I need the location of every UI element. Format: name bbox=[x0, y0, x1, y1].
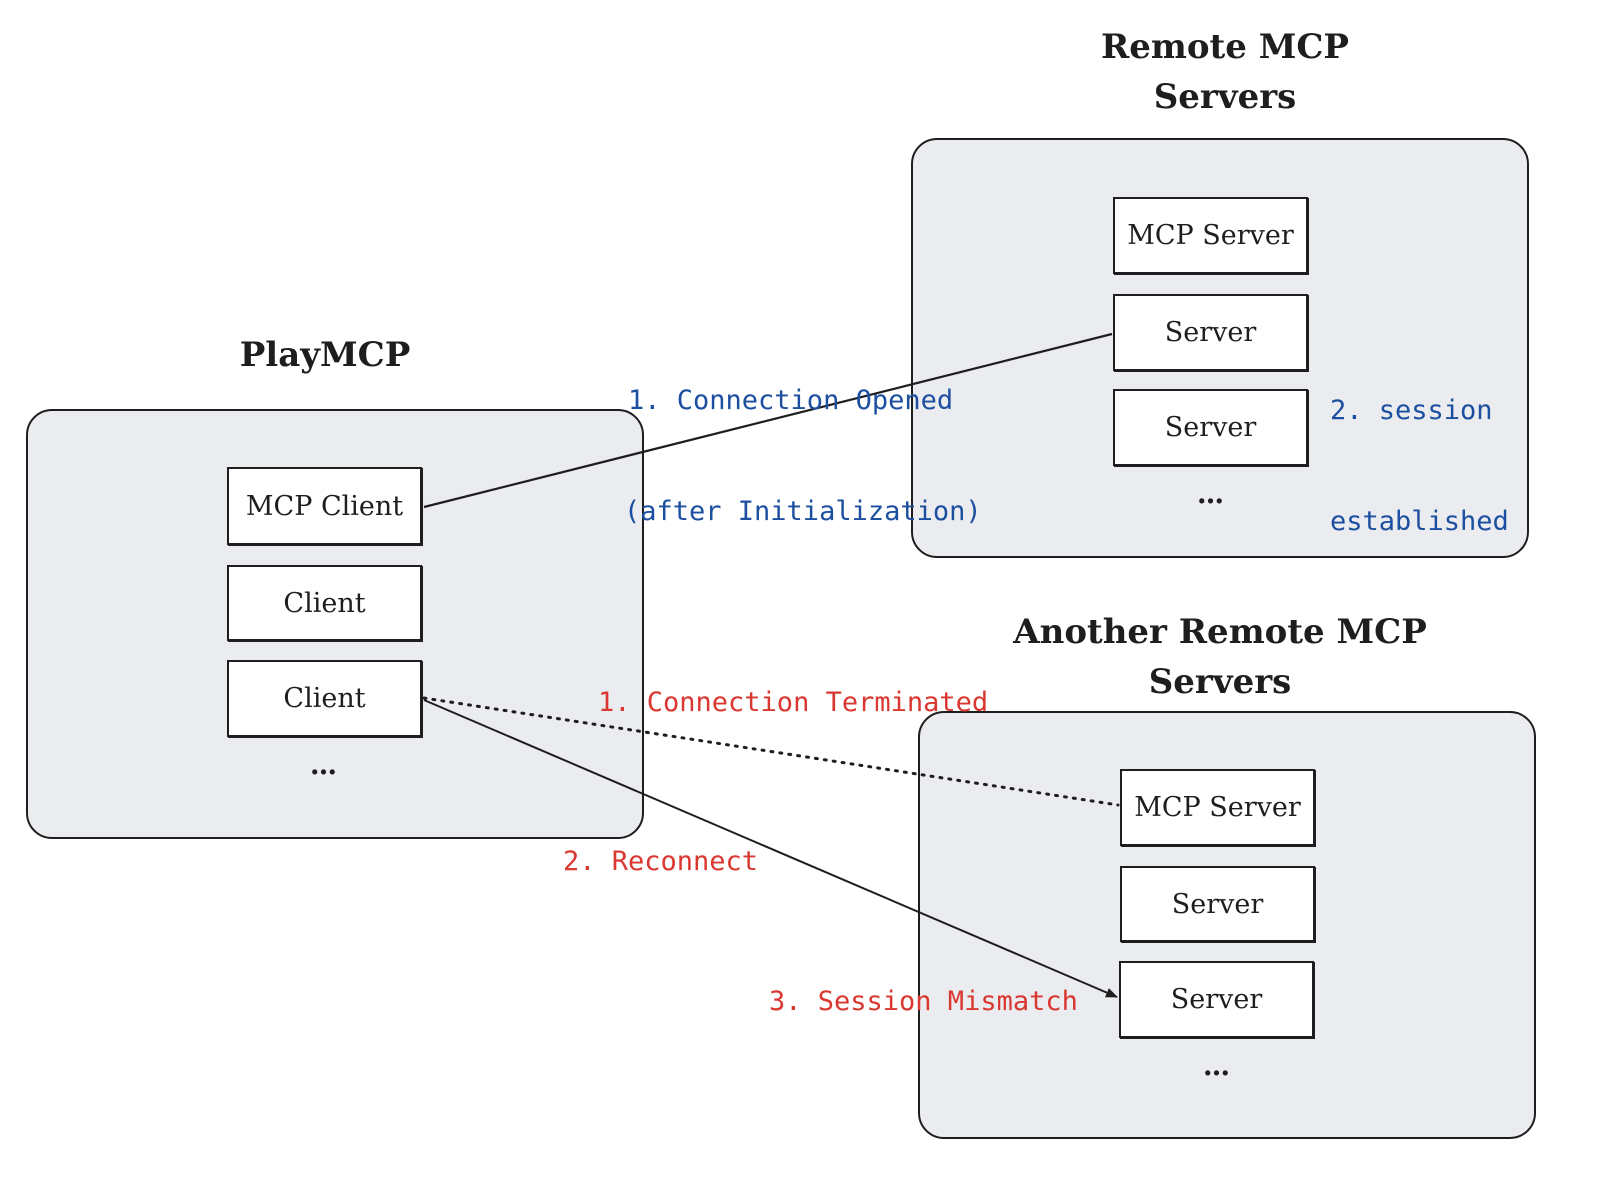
remote-server-node-1[interactable]: Server bbox=[1113, 294, 1308, 371]
mcp-client-node[interactable]: MCP Client bbox=[227, 467, 422, 545]
playmcp-title: PlayMCP bbox=[239, 335, 411, 375]
connection-terminated-label: 1. Connection Terminated bbox=[598, 687, 989, 718]
another-more-ellipsis: ... bbox=[1202, 1049, 1230, 1082]
remote-servers-title-line2: Servers bbox=[1153, 77, 1297, 117]
another-server-node-2[interactable]: Server bbox=[1119, 961, 1314, 1038]
session-mismatch-label: 3. Session Mismatch bbox=[769, 986, 1078, 1017]
session-established-label-line1: 2. session bbox=[1330, 395, 1493, 426]
playmcp-more-ellipsis: ... bbox=[309, 748, 337, 781]
another-remote-servers-title: Another Remote MCP Servers bbox=[1000, 607, 1440, 707]
session-established-label: 2. session established bbox=[1330, 318, 1509, 577]
remote-servers-title: Remote MCP Servers bbox=[1060, 22, 1390, 122]
client-node-1[interactable]: Client bbox=[227, 565, 422, 641]
client-node-2[interactable]: Client bbox=[227, 660, 422, 737]
connection-opened-label-line2: (after Initialization) bbox=[624, 496, 982, 527]
remote-servers-title-line1: Remote MCP bbox=[1101, 27, 1349, 67]
remote-server-node-2[interactable]: Server bbox=[1113, 389, 1308, 466]
another-server-node-1[interactable]: Server bbox=[1120, 866, 1315, 942]
another-mcp-server-node[interactable]: MCP Server bbox=[1120, 769, 1315, 846]
reconnect-label: 2. Reconnect bbox=[563, 846, 759, 877]
remote-more-ellipsis: ... bbox=[1196, 477, 1224, 510]
remote-mcp-server-node[interactable]: MCP Server bbox=[1113, 197, 1308, 274]
connection-opened-label-line1: 1. Connection Opened bbox=[628, 385, 954, 416]
another-remote-servers-title-line1: Another Remote MCP bbox=[1013, 612, 1427, 652]
connection-opened-label: 1. Connection Opened (after Initializati… bbox=[624, 308, 982, 567]
another-remote-servers-title-line2: Servers bbox=[1148, 662, 1292, 702]
session-established-label-line2: established bbox=[1330, 506, 1509, 537]
